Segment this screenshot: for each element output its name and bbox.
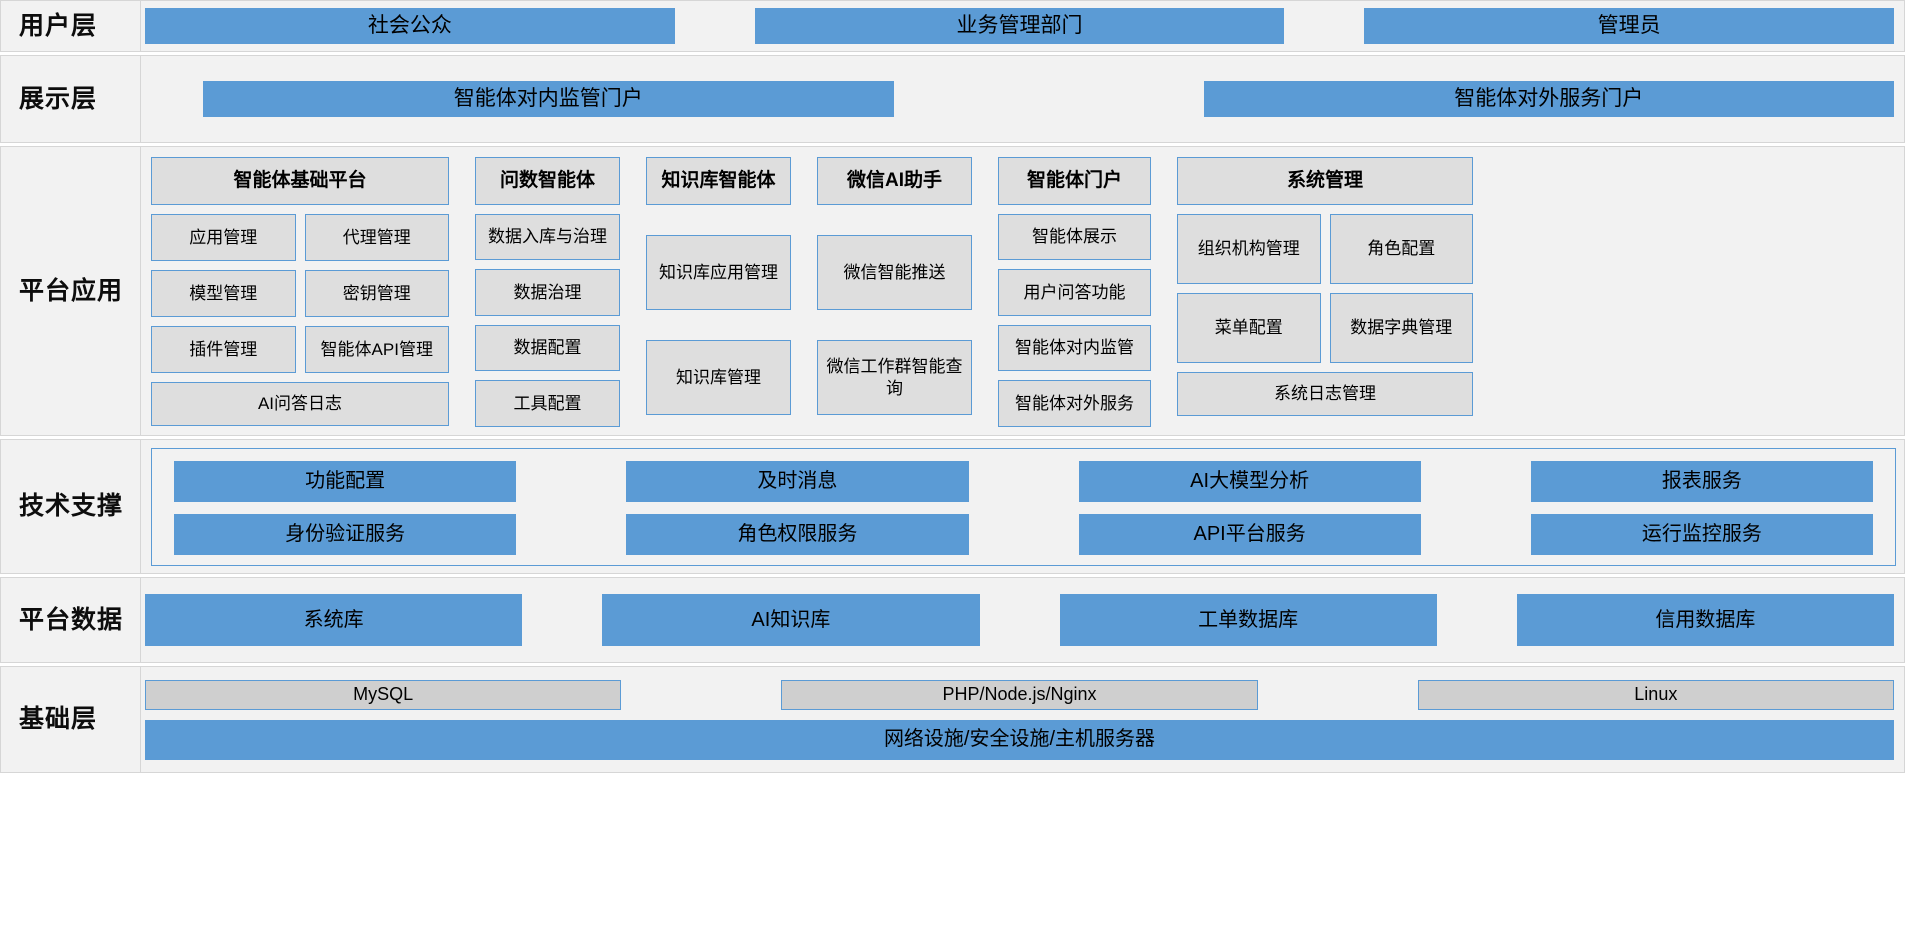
- module-data-query-agent: 问数智能体 数据入库与治理 数据治理 数据配置 工具配置: [475, 157, 620, 428]
- feature-agent-showcase[interactable]: 智能体展示: [998, 213, 1151, 261]
- service-api-platform[interactable]: API平台服务: [1078, 513, 1421, 555]
- feature-data-ingest-governance[interactable]: 数据入库与治理: [475, 213, 620, 261]
- layer-presentation-body: 智能体对内监管门户 智能体对外服务门户: [141, 56, 1904, 142]
- service-role-permission[interactable]: 角色权限服务: [626, 513, 969, 555]
- feature-agent-internal-supervision[interactable]: 智能体对内监管: [998, 324, 1151, 372]
- tech-support-frame: 功能配置 及时消息 AI大模型分析 报表服务 身份验证服务 角色权限服务 API…: [151, 447, 1896, 566]
- module-header-agent-base-platform[interactable]: 智能体基础平台: [151, 157, 449, 205]
- layer-user: 用户层 社会公众 业务管理部门 管理员: [0, 0, 1905, 52]
- module-wechat-ai-assistant: 微信AI助手 微信智能推送 微信工作群智能查询: [817, 157, 972, 427]
- layer-label-tech-line1: 技术: [19, 492, 72, 521]
- layer-user-body: 社会公众 业务管理部门 管理员: [141, 1, 1904, 51]
- user-group-public[interactable]: 社会公众: [145, 8, 675, 44]
- database-system[interactable]: 系统库: [145, 594, 523, 646]
- layer-label-data-line2: 数据: [71, 605, 124, 634]
- portal-external-service[interactable]: 智能体对外服务门户: [1203, 81, 1894, 117]
- service-instant-message[interactable]: 及时消息: [626, 460, 969, 502]
- database-work-order[interactable]: 工单数据库: [1059, 594, 1437, 646]
- spacer: [817, 214, 972, 226]
- service-report[interactable]: 报表服务: [1530, 460, 1873, 502]
- module-header-system-management[interactable]: 系统管理: [1177, 157, 1473, 205]
- layer-label-platform-data: 平台 数据: [1, 578, 141, 662]
- layer-infrastructure: 基础层 MySQL PHP/Node.js/Nginx Linux 网络设施/安…: [0, 666, 1905, 773]
- feature-menu-configuration[interactable]: 菜单配置: [1177, 293, 1321, 363]
- module-knowledge-base-agent: 知识库智能体 知识库应用管理 知识库管理: [646, 157, 791, 427]
- service-ai-large-model-analysis[interactable]: AI大模型分析: [1078, 460, 1421, 502]
- feature-wechat-group-smart-query[interactable]: 微信工作群智能查询: [817, 340, 972, 415]
- module-row: 插件管理 智能体API管理: [151, 326, 449, 373]
- feature-app-management[interactable]: 应用管理: [151, 214, 296, 261]
- layer-label-presentation: 展示层: [1, 56, 141, 142]
- feature-tool-configuration[interactable]: 工具配置: [475, 380, 620, 428]
- user-group-business-dept[interactable]: 业务管理部门: [754, 8, 1285, 44]
- portal-internal-supervision[interactable]: 智能体对内监管门户: [203, 81, 894, 117]
- module-header-data-query-agent[interactable]: 问数智能体: [475, 157, 620, 205]
- layer-label-user-text: 用户层: [19, 11, 98, 40]
- layer-label-tech-support: 技术 支撑: [1, 440, 141, 573]
- layer-label-platform-application: 平台 应用: [1, 147, 141, 435]
- tech-mysql[interactable]: MySQL: [145, 679, 622, 710]
- feature-kb-app-management[interactable]: 知识库应用管理: [646, 235, 791, 310]
- layer-tech-support-body: 功能配置 及时消息 AI大模型分析 报表服务 身份验证服务 角色权限服务 API…: [141, 440, 1904, 573]
- layer-label-infrastructure: 基础层: [1, 667, 141, 772]
- feature-org-structure-management[interactable]: 组织机构管理: [1177, 214, 1321, 284]
- layer-platform-body: 智能体基础平台 应用管理 代理管理 模型管理 密钥管理 插件管理 智能体API管…: [141, 147, 1904, 435]
- layer-label-data-line1: 平台: [19, 605, 72, 634]
- service-identity-authentication[interactable]: 身份验证服务: [174, 513, 517, 555]
- database-ai-knowledge[interactable]: AI知识库: [602, 594, 980, 646]
- module-row: 模型管理 密钥管理: [151, 270, 449, 317]
- infrastructure-network-security-servers[interactable]: 网络设施/安全设施/主机服务器: [145, 719, 1894, 760]
- module-agent-portal: 智能体门户 智能体展示 用户问答功能 智能体对内监管 智能体对外服务: [998, 157, 1151, 428]
- layer-infrastructure-body: MySQL PHP/Node.js/Nginx Linux 网络设施/安全设施/…: [141, 667, 1904, 772]
- feature-wechat-smart-push[interactable]: 微信智能推送: [817, 235, 972, 310]
- user-group-admin[interactable]: 管理员: [1364, 8, 1895, 44]
- feature-ai-qa-log[interactable]: AI问答日志: [151, 382, 449, 426]
- tech-support-row-2: 身份验证服务 角色权限服务 API平台服务 运行监控服务: [174, 513, 1873, 555]
- service-function-configuration[interactable]: 功能配置: [174, 460, 517, 502]
- layer-platform-data: 平台 数据 系统库 AI知识库 工单数据库 信用数据库: [0, 577, 1905, 663]
- module-row: 组织机构管理 角色配置: [1177, 214, 1473, 284]
- tech-linux[interactable]: Linux: [1417, 679, 1894, 710]
- feature-model-management[interactable]: 模型管理: [151, 270, 296, 317]
- tech-support-row-1: 功能配置 及时消息 AI大模型分析 报表服务: [174, 460, 1873, 502]
- layer-platform-data-body: 系统库 AI知识库 工单数据库 信用数据库: [141, 578, 1904, 662]
- layer-label-platform-line1: 平台: [19, 276, 72, 305]
- feature-data-configuration[interactable]: 数据配置: [475, 324, 620, 372]
- feature-data-dictionary-management[interactable]: 数据字典管理: [1329, 293, 1473, 363]
- feature-plugin-management[interactable]: 插件管理: [151, 326, 296, 373]
- layer-label-platform-line2: 应用: [71, 276, 124, 305]
- module-system-management: 系统管理 组织机构管理 角色配置 菜单配置 数据字典管理 系统日志管理: [1177, 157, 1473, 427]
- layer-label-infrastructure-text: 基础层: [19, 705, 98, 734]
- module-row: 应用管理 代理管理: [151, 214, 449, 261]
- service-runtime-monitoring[interactable]: 运行监控服务: [1530, 513, 1873, 555]
- module-agent-base-platform: 智能体基础平台 应用管理 代理管理 模型管理 密钥管理 插件管理 智能体API管…: [151, 157, 449, 427]
- feature-agent-management[interactable]: 代理管理: [304, 214, 449, 261]
- layer-label-tech-line2: 支撑: [71, 492, 124, 521]
- spacer: [817, 319, 972, 331]
- feature-agent-external-service[interactable]: 智能体对外服务: [998, 380, 1151, 428]
- feature-system-log-management[interactable]: 系统日志管理: [1177, 372, 1473, 416]
- feature-data-governance[interactable]: 数据治理: [475, 269, 620, 316]
- layer-tech-support: 技术 支撑 功能配置 及时消息 AI大模型分析 报表服务 身份验证服务 角色权限…: [0, 439, 1905, 574]
- layer-label-user: 用户层: [1, 1, 141, 51]
- module-row: 菜单配置 数据字典管理: [1177, 293, 1473, 363]
- layer-presentation: 展示层 智能体对内监管门户 智能体对外服务门户: [0, 55, 1905, 143]
- spacer: [646, 319, 791, 331]
- layer-platform-application: 平台 应用 智能体基础平台 应用管理 代理管理 模型管理 密钥管理 插件管理 智…: [0, 146, 1905, 436]
- module-header-agent-portal[interactable]: 智能体门户: [998, 157, 1151, 205]
- layer-label-presentation-text: 展示层: [19, 84, 98, 113]
- spacer: [646, 214, 791, 226]
- feature-agent-api-management[interactable]: 智能体API管理: [304, 326, 449, 373]
- infrastructure-stack-row: MySQL PHP/Node.js/Nginx Linux: [145, 679, 1894, 710]
- feature-key-management[interactable]: 密钥管理: [304, 270, 449, 317]
- feature-role-configuration[interactable]: 角色配置: [1329, 214, 1473, 284]
- feature-kb-management[interactable]: 知识库管理: [646, 340, 791, 415]
- feature-user-qa[interactable]: 用户问答功能: [998, 269, 1151, 316]
- module-header-wechat-ai-assistant[interactable]: 微信AI助手: [817, 157, 972, 205]
- database-credit[interactable]: 信用数据库: [1516, 594, 1894, 646]
- module-header-knowledge-base-agent[interactable]: 知识库智能体: [646, 157, 791, 205]
- tech-php-node-nginx[interactable]: PHP/Node.js/Nginx: [781, 679, 1258, 710]
